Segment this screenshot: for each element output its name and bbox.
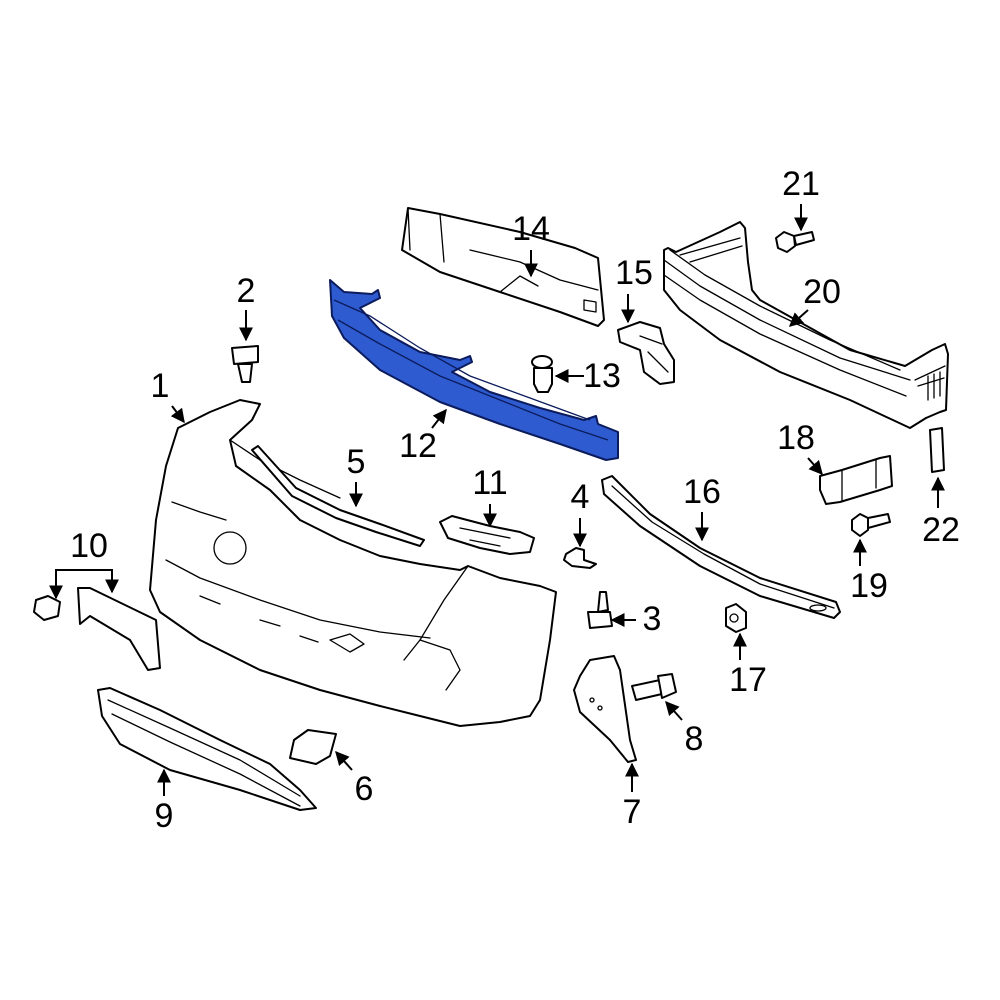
part-16-bar[interactable] xyxy=(601,475,841,619)
part-1-bumper-cover[interactable] xyxy=(149,399,557,727)
callout-3[interactable]: 3 xyxy=(642,600,662,638)
part-17-nut[interactable] xyxy=(725,603,747,633)
part-10-bracket-and-clip[interactable] xyxy=(33,587,161,671)
callout-5[interactable]: 5 xyxy=(346,443,366,481)
callout-4[interactable]: 4 xyxy=(570,478,590,516)
callout-18[interactable]: 18 xyxy=(777,419,815,457)
part-18-bracket[interactable] xyxy=(819,455,893,505)
part-22-block[interactable] xyxy=(929,427,945,473)
callout-8[interactable]: 8 xyxy=(684,720,704,758)
callout-21[interactable]: 21 xyxy=(782,165,820,203)
part-7-bracket[interactable] xyxy=(573,655,637,763)
callout-19[interactable]: 19 xyxy=(850,567,888,605)
callout-20[interactable]: 20 xyxy=(803,273,841,311)
part-4-clip[interactable] xyxy=(563,547,597,569)
callout-16[interactable]: 16 xyxy=(683,473,721,511)
part-5-retainer[interactable] xyxy=(251,445,425,547)
callout-10[interactable]: 10 xyxy=(70,527,108,565)
part-14-energy-absorber[interactable] xyxy=(401,207,605,327)
part-11-bracket[interactable] xyxy=(439,515,535,555)
part-21-bolt[interactable] xyxy=(775,231,815,253)
part-15-bracket[interactable] xyxy=(617,321,675,385)
part-8-bolt[interactable] xyxy=(631,673,677,701)
part-12-energy-absorber-highlighted[interactable] xyxy=(329,279,619,461)
part-19-bolt[interactable] xyxy=(851,513,891,537)
part-6-tow-cover[interactable] xyxy=(289,729,337,765)
callout-15[interactable]: 15 xyxy=(615,254,653,292)
callout-1[interactable]: 1 xyxy=(150,367,170,405)
callout-13[interactable]: 13 xyxy=(583,357,621,395)
callout-2[interactable]: 2 xyxy=(236,272,256,310)
callout-6[interactable]: 6 xyxy=(354,770,374,808)
callout-17[interactable]: 17 xyxy=(729,661,767,699)
leader-lines xyxy=(49,204,945,796)
callout-12[interactable]: 12 xyxy=(399,427,437,465)
callout-22[interactable]: 22 xyxy=(922,511,960,549)
callout-9[interactable]: 9 xyxy=(154,797,174,835)
part-3-bolt[interactable] xyxy=(587,591,613,629)
part-13-push-clip[interactable] xyxy=(531,355,553,393)
part-20-reinforcement[interactable] xyxy=(663,221,949,429)
part-2-bolt[interactable] xyxy=(231,345,259,383)
callout-7[interactable]: 7 xyxy=(622,793,642,831)
callout-14[interactable]: 14 xyxy=(512,210,550,248)
callout-11[interactable]: 11 xyxy=(472,464,508,502)
part-9-lower-grille[interactable] xyxy=(97,687,317,811)
